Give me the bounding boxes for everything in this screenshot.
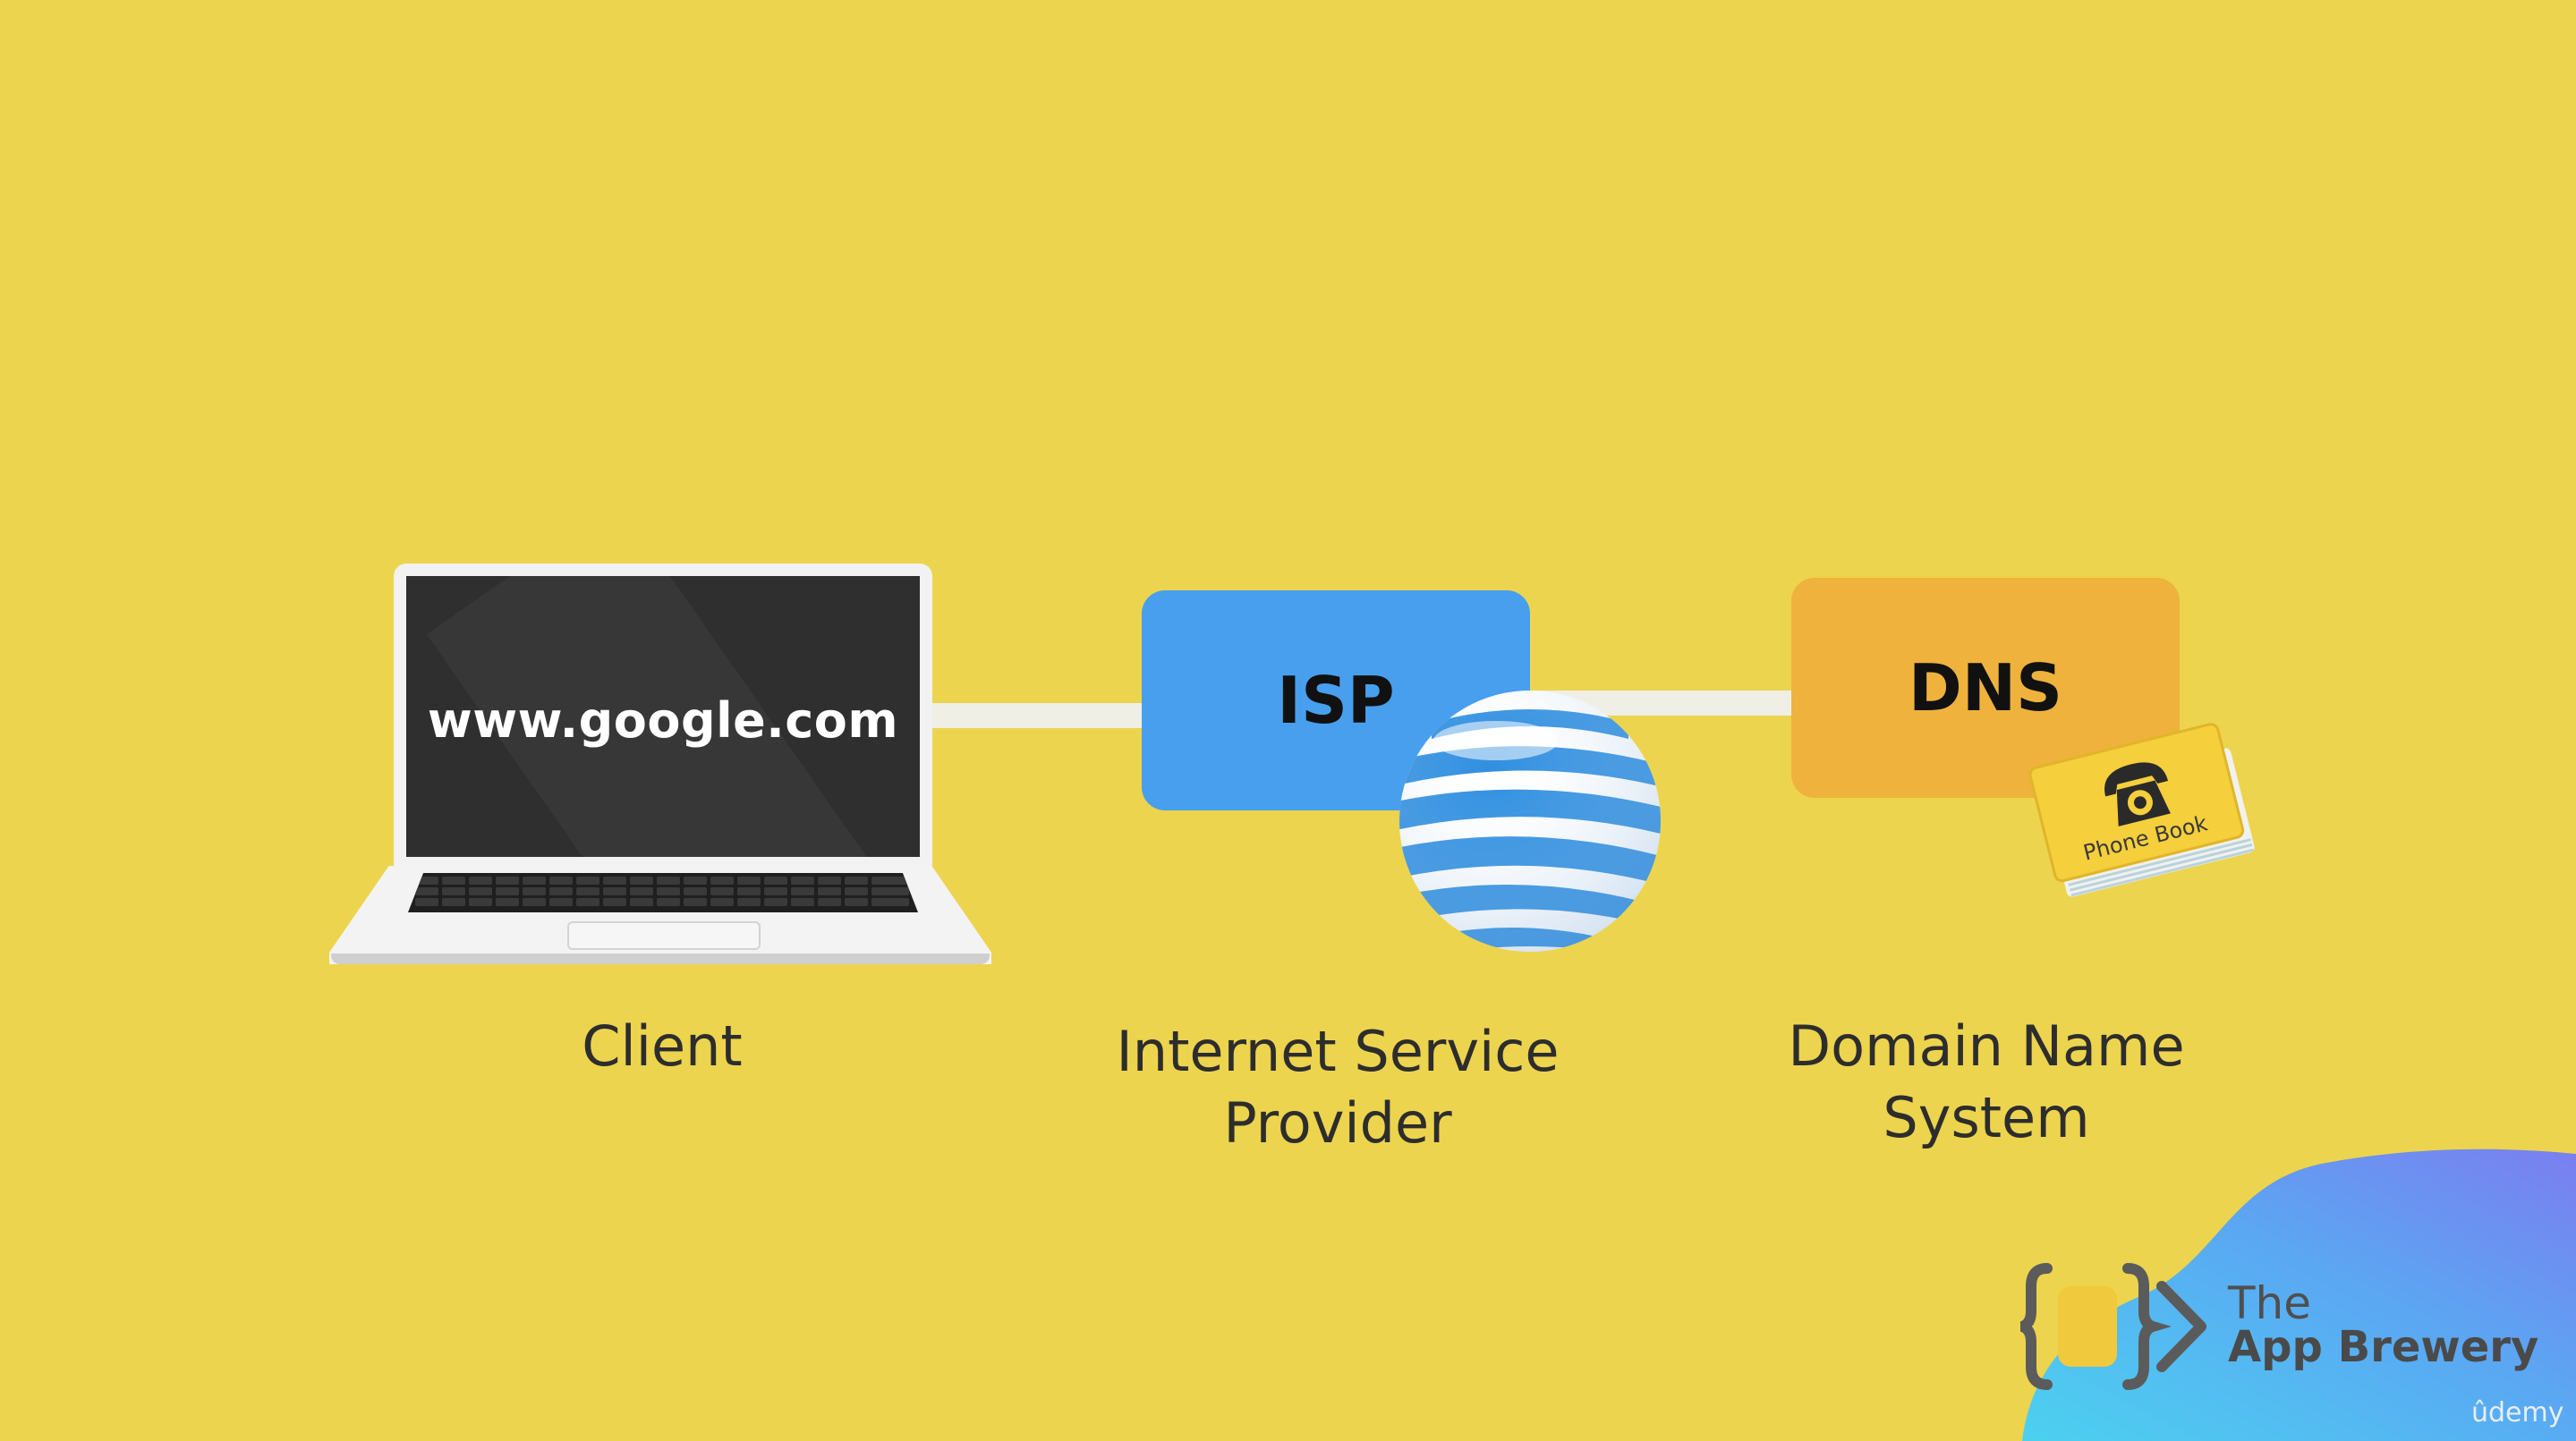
dns-box-text: DNS [1909, 650, 2062, 725]
telephone-icon [2104, 762, 2171, 826]
logo-text-the: The [2228, 1277, 2311, 1329]
client-isp-connector [931, 703, 1145, 728]
isp-box-text: ISP [1277, 663, 1395, 738]
client-label: Client [582, 1013, 743, 1079]
logo-text-app-brewery: App Brewery [2228, 1322, 2539, 1372]
app-brewery-logo-icon [2020, 1263, 2206, 1390]
laptop-trackpad [567, 921, 761, 950]
att-globe-icon [1399, 691, 1661, 952]
url-text: www.google.com [427, 692, 899, 749]
laptop-lid: www.google.com [394, 564, 932, 868]
laptop-base-edge [331, 954, 990, 964]
laptop-screen: www.google.com [406, 576, 920, 857]
phone-book-icon: Phone Book [2029, 723, 2255, 897]
udemy-watermark: ûdemy [2471, 1397, 2564, 1428]
isp-label: Internet Service Provider [1116, 1019, 1560, 1156]
dns-label: Domain Name System [1788, 1013, 2185, 1150]
laptop-keyboard [408, 873, 918, 912]
